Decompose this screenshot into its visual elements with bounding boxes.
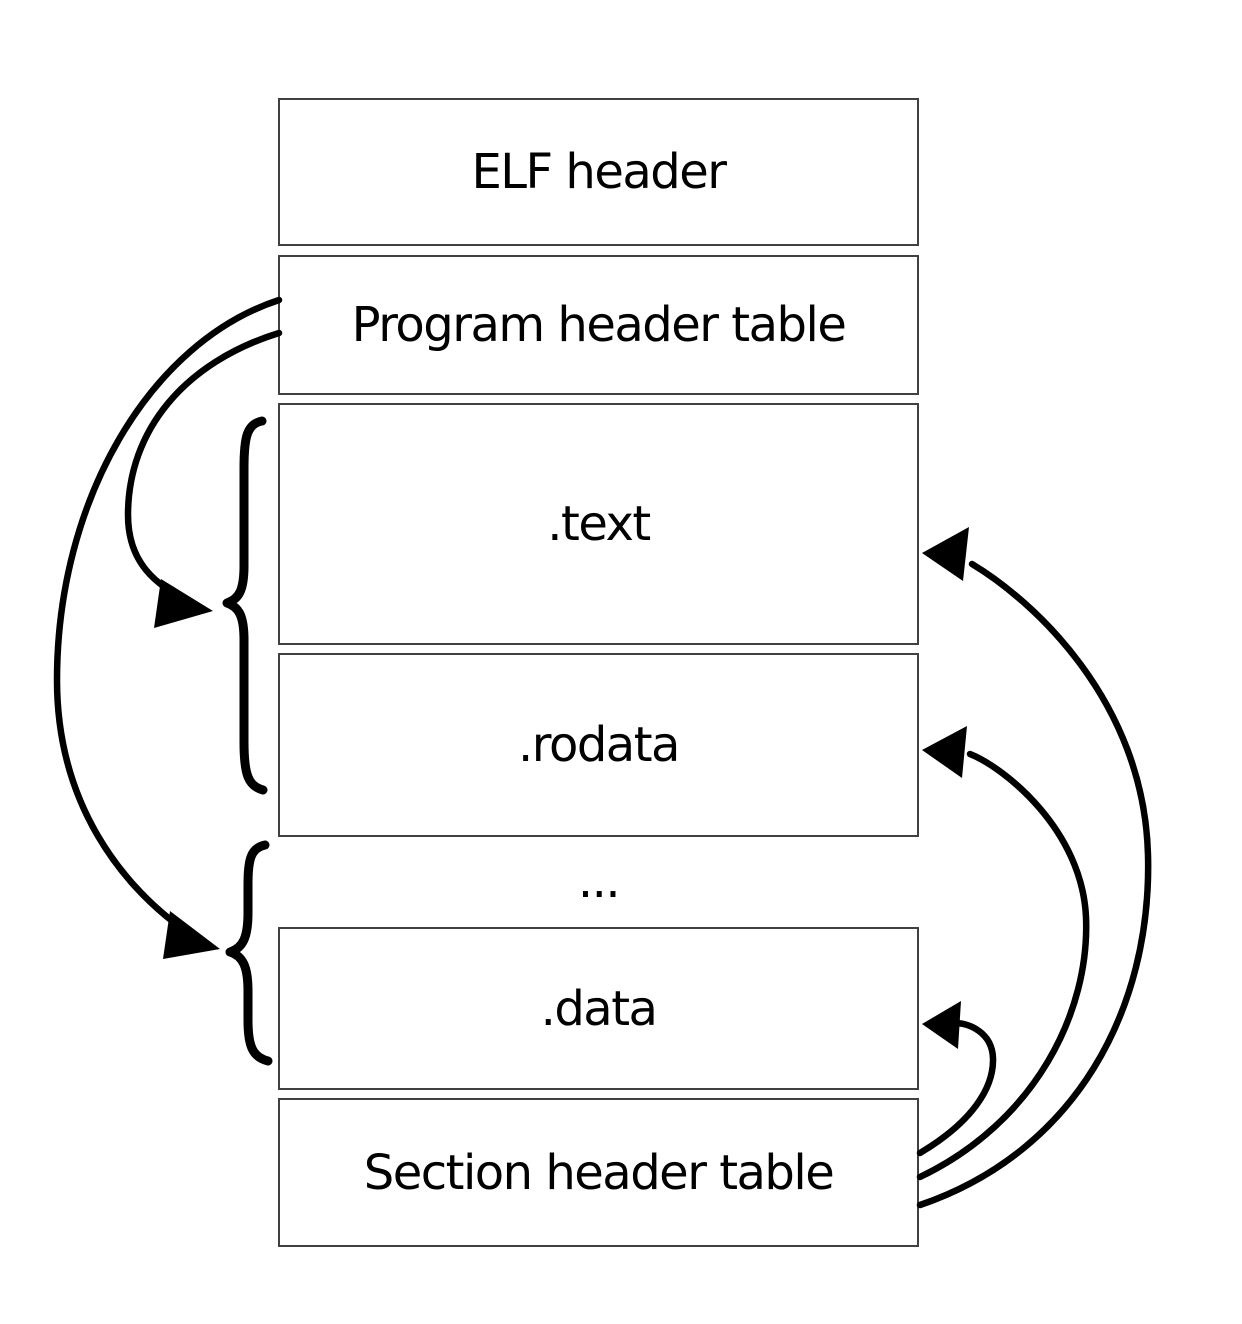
box-data-section: .data xyxy=(278,927,919,1090)
arrow-section-header-to-text xyxy=(916,560,1152,1209)
ellipsis-label: ... xyxy=(577,853,621,909)
brace-text-rodata-group-icon xyxy=(222,416,268,795)
arrow-section-header-to-rodata xyxy=(916,750,1090,1181)
box-text-section: .text xyxy=(278,403,919,645)
rodata-section-label: .rodata xyxy=(518,717,680,773)
program-header-table-label: Program header table xyxy=(351,297,847,353)
text-section-label: .text xyxy=(547,496,651,552)
arrow-program-header-to-data-segment xyxy=(53,296,283,945)
data-section-label: .data xyxy=(540,980,658,1037)
brace-ellipsis-data-group-icon xyxy=(225,840,273,1066)
box-program-header-table: Program header table xyxy=(278,255,919,395)
box-rodata-section: .rodata xyxy=(278,653,919,837)
box-section-header-table: Section header table xyxy=(278,1098,919,1247)
arrowhead-to-text-icon xyxy=(922,527,969,581)
arrowhead-to-text-segment-icon xyxy=(154,579,213,628)
arrowhead-to-data-icon xyxy=(922,1001,961,1049)
elf-header-label: ELF header xyxy=(471,144,727,200)
ellipsis-zone: ... xyxy=(278,845,919,917)
section-header-table-label: Section header table xyxy=(363,1144,835,1201)
arrowhead-to-rodata-icon xyxy=(922,726,967,778)
arrowhead-to-data-segment-icon xyxy=(163,911,220,959)
box-elf-header: ELF header xyxy=(278,98,919,246)
arrow-program-header-to-text-segment xyxy=(124,329,283,609)
arrow-section-header-to-data xyxy=(916,1019,997,1157)
